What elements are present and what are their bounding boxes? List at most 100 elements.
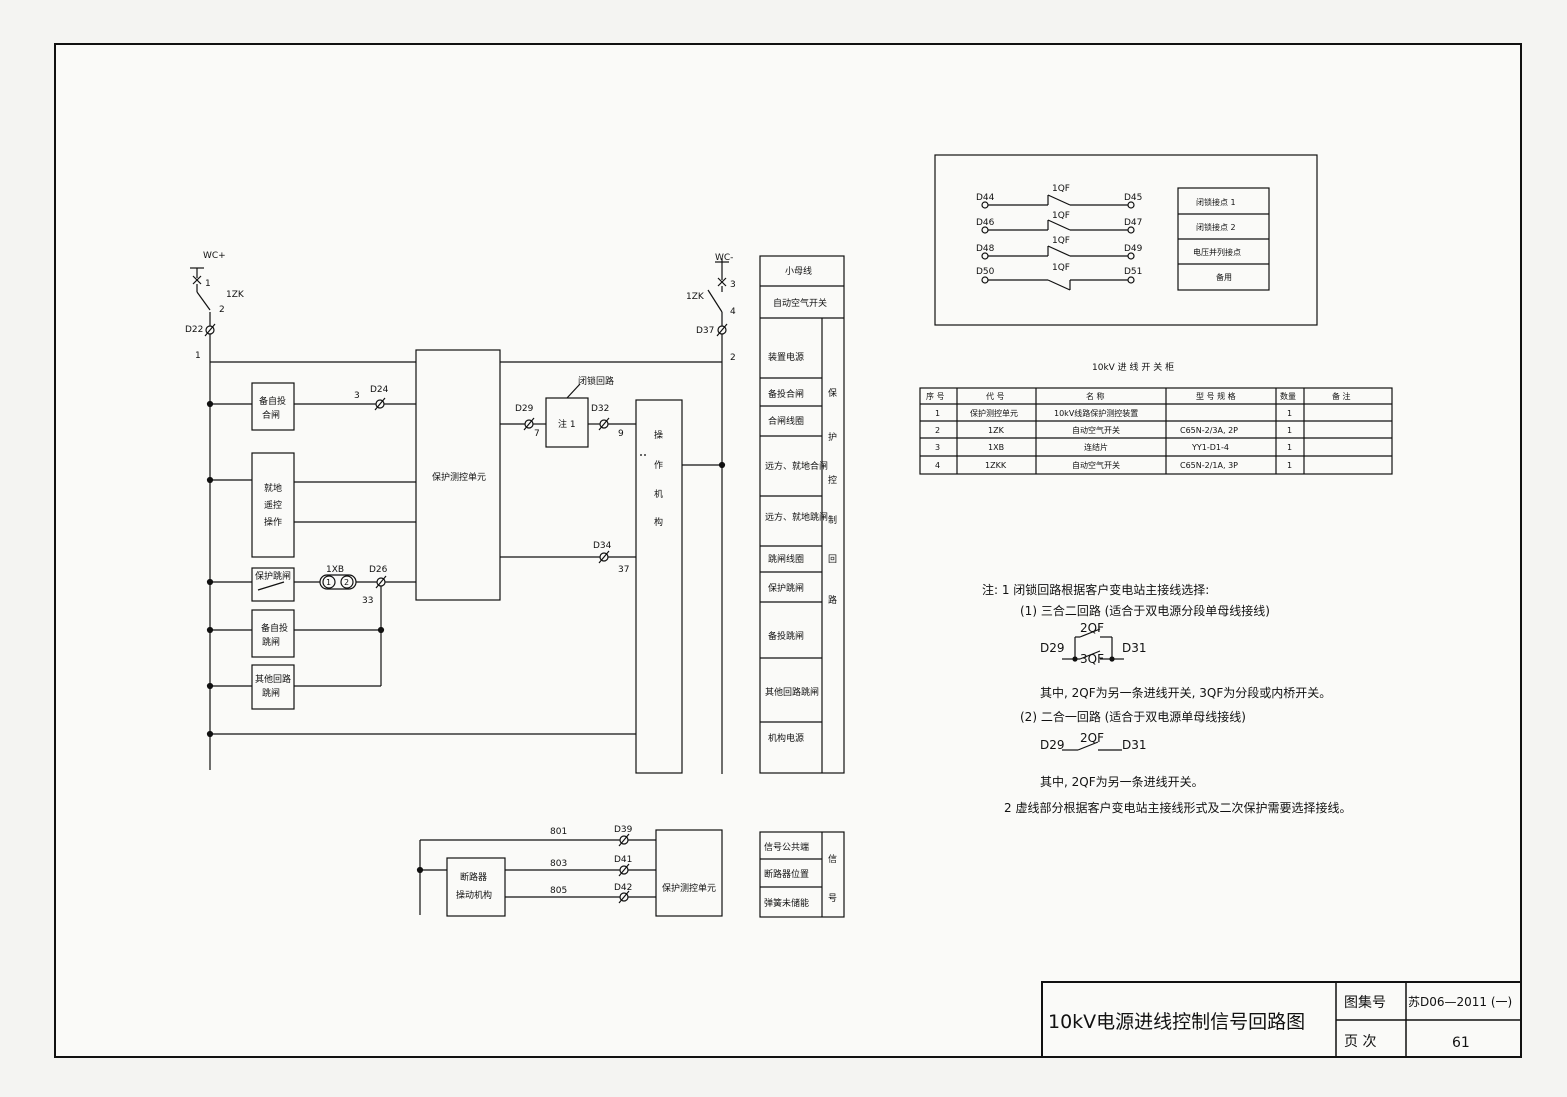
wire-801: 801 [550,827,567,837]
legend-group-2: 控 [828,474,837,486]
legend-row-7: 跳闸线圈 [768,553,804,565]
plate-pin-2: 2 [344,578,349,587]
legend-row-8: 保护跳闸 [768,582,804,594]
table-header-2: 名 称 [1086,391,1105,401]
node-33: 33 [362,596,373,606]
auto-close-label-1: 备自投 [259,395,286,407]
note-line-4: (2) 二合一回路 (适合于双电源单母线接线) [1020,709,1246,724]
table-r1-c2: 自动空气开关 [1072,425,1120,435]
aux-qf-1: 1QF [1052,184,1070,194]
note-3qf: 3QF [1080,652,1104,666]
prot-unit-label: 保护测控单元 [432,471,486,483]
aux-right-0: D45 [1124,193,1142,203]
note-2qf-b: 2QF [1080,731,1104,745]
note-line-3: 其中, 2QF为另一条进线开关, 3QF为分段或内桥开关。 [1040,685,1331,700]
signal-group-1: 号 [828,893,837,904]
local-remote-label-2: 遥控 [264,499,282,511]
breaker-1zk-right: 1ZK [686,292,705,302]
mech-label-2: 作 [654,459,663,471]
terminal-2: 2 [219,305,225,315]
terminal-3: 3 [730,280,736,290]
other-trip-label-2: 跳闸 [262,687,280,699]
signal-group-0: 信 [828,853,837,865]
table-r1-c1: 1ZK [988,426,1005,435]
mech-label-4: 构 [654,516,663,528]
table-r3-c2: 自动空气开关 [1072,460,1120,470]
legend-row-2: 装置电源 [768,351,804,363]
terminal-d29: D29 [515,404,534,414]
aux-left-3: D50 [976,267,995,277]
table-r3-c4: 1 [1287,461,1292,470]
legend-row-3: 备投合闸 [768,388,804,400]
local-remote-label-3: 操作 [264,516,282,528]
legend-row-6: 远方、就地跳闸 [765,511,828,523]
aux-label-3: 备用 [1216,272,1232,282]
prot-trip-label: 保护跳闸 [255,570,291,582]
table-header-4: 数量 [1280,391,1296,401]
note-1-box-label: 注 1 [558,418,576,430]
aux-right-1: D47 [1124,218,1142,228]
note-d29-a: D29 [1040,641,1065,655]
breaker-mech-label-2: 操动机构 [456,889,492,901]
auto-close-label-2: 合闸 [262,409,280,421]
signal-row-1: 断路器位置 [764,868,809,880]
atlas-value: 苏D06—2011 (一) [1408,995,1512,1009]
table-r3-c3: C65N-2/1A, 3P [1180,461,1238,470]
terminal-d24: D24 [370,385,389,395]
aux-left-1: D46 [976,218,995,228]
table-r2-c4: 1 [1287,443,1292,452]
note-d31-b: D31 [1122,738,1147,752]
breaker-mech-label-1: 断路器 [460,871,487,883]
node-2: 2 [730,353,736,363]
wc-minus-label: WC- [715,253,733,263]
aux-qf-3: 1QF [1052,236,1070,246]
table-r1-c4: 1 [1287,426,1292,435]
aux-right-2: D49 [1124,244,1143,254]
drawing-frame [54,43,1522,1058]
table-r0-c0: 1 [935,409,940,418]
note-line-5: 其中, 2QF为另一条进线开关。 [1040,774,1204,789]
signal-row-0: 信号公共端 [764,841,809,853]
table-r1-c3: C65N-2/3A, 2P [1180,426,1238,435]
legend-group-5: 路 [828,594,837,606]
terminal-1: 1 [205,279,211,289]
other-trip-label-1: 其他回路 [255,673,291,685]
legend-group-3: 制 [828,514,837,526]
aux-label-1: 闭锁接点 2 [1196,222,1236,232]
terminal-d32: D32 [591,404,609,414]
note-d31-a: D31 [1122,641,1147,655]
legend-row-9: 备投跳闸 [768,630,804,642]
note-line-6: 2 虚线部分根据客户变电站主接线形式及二次保护需要选择接线。 [1004,800,1351,815]
drawing-title: 10kV电源进线控制信号回路图 [1048,1011,1305,1033]
legend-row-4: 合闸线圈 [768,415,804,427]
legend-row-1: 自动空气开关 [773,297,827,309]
aux-label-2: 电压并列接点 [1193,247,1241,257]
node-1: 1 [195,351,201,361]
note-line-1: 注: 1 闭锁回路根据客户变电站主接线选择: [982,582,1209,597]
legend-group-0: 保 [828,387,837,399]
breaker-1zk-left: 1ZK [226,290,245,300]
node-7: 7 [534,429,540,439]
aux-qf-4: 1QF [1052,263,1070,273]
mech-label-1: 操 [654,429,663,441]
note-d29-b: D29 [1040,738,1065,752]
legend-group-1: 护 [828,431,837,443]
legend-row-10: 其他回路跳闸 [765,686,819,698]
table-header-3: 型 号 规 格 [1196,391,1236,401]
table-header-1: 代 号 [986,391,1005,401]
table-r2-c1: 1XB [988,443,1004,452]
auto-trip-label-1: 备自投 [261,622,288,634]
terminal-d42: D42 [614,883,632,893]
note-line-2: (1) 三合二回路 (适合于双电源分段单母线接线) [1020,603,1270,618]
page-value: 61 [1452,1035,1470,1051]
aux-qf-2: 1QF [1052,211,1070,221]
plate-pin-1: 1 [326,578,331,587]
terminal-d39: D39 [614,825,633,835]
atlas-label: 图集号 [1344,994,1386,1011]
terminal-d22: D22 [185,325,203,335]
node-37: 37 [618,565,629,575]
legend-group-4: 回 [828,554,837,565]
wc-plus-label: WC+ [203,251,226,261]
terminal-d41: D41 [614,855,632,865]
